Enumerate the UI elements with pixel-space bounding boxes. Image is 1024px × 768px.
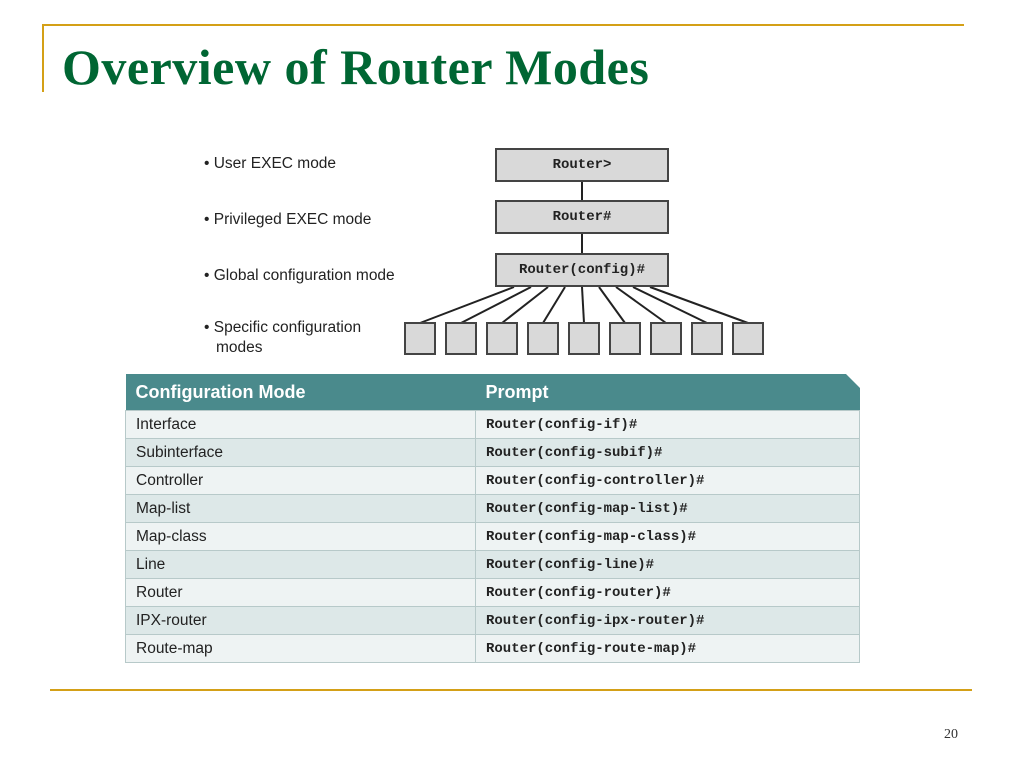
specific-mode-box: [609, 322, 641, 355]
prompt-cell: Router(config-router)#: [475, 578, 860, 607]
top-border-line: [42, 24, 964, 26]
specific-mode-box: [568, 322, 600, 355]
bottom-border-line: [50, 689, 972, 691]
fan-out-lines: [419, 286, 749, 324]
prompt-cell: Router(config-route-map)#: [475, 634, 860, 663]
global-config-prompt-box: Router(config)#: [495, 253, 669, 287]
mode-name-cell: Route-map: [125, 634, 476, 663]
prompt-cell: Router(config-map-class)#: [475, 522, 860, 551]
mode-name-cell: Router: [125, 578, 476, 607]
bullet-specific-config-cont: modes: [216, 339, 263, 356]
fan-line: [581, 286, 585, 324]
mode-name-cell: Map-class: [125, 522, 476, 551]
table-corner-notch: [846, 374, 860, 388]
prompt-cell: Router(config-line)#: [475, 550, 860, 579]
fan-line: [615, 286, 667, 324]
prompt-cell: Router(config-map-list)#: [475, 494, 860, 523]
bullet-user-exec: • User EXEC mode: [204, 155, 337, 172]
specific-mode-box: [486, 322, 518, 355]
specific-mode-boxes: [404, 322, 764, 355]
specific-mode-box: [650, 322, 682, 355]
bullet-privileged-exec: • Privileged EXEC mode: [204, 211, 372, 228]
mode-name-cell: IPX-router: [125, 606, 476, 635]
column-header-prompt: Prompt: [475, 374, 860, 411]
page-number: 20: [944, 727, 958, 742]
slide-title: Overview of Router Modes: [62, 39, 650, 95]
fan-line: [501, 286, 549, 324]
prompt-cell: Router(config-ipx-router)#: [475, 606, 860, 635]
bullet-specific-config: • Specific configuration: [204, 319, 362, 336]
fan-line: [460, 286, 532, 324]
mode-name-cell: Interface: [125, 410, 476, 439]
prompt-cell: Router(config-controller)#: [475, 466, 860, 495]
fan-line: [632, 286, 708, 324]
specific-mode-box: [527, 322, 559, 355]
user-exec-prompt-box: Router>: [495, 148, 669, 182]
specific-mode-box: [691, 322, 723, 355]
left-border-line: [42, 24, 44, 92]
specific-mode-box: [404, 322, 436, 355]
fan-line: [649, 286, 749, 324]
table-header-row: Configuration Mode Prompt: [125, 374, 860, 411]
bullet-global-config: • Global configuration mode: [204, 267, 395, 284]
mode-name-cell: Controller: [125, 466, 476, 495]
mode-name-cell: Line: [125, 550, 476, 579]
mode-name-cell: Map-list: [125, 494, 476, 523]
fan-line: [542, 286, 566, 324]
prompt-cell: Router(config-if)#: [475, 410, 860, 439]
mode-name-cell: Subinterface: [125, 438, 476, 467]
column-header-mode: Configuration Mode: [125, 374, 476, 411]
fan-line: [598, 286, 626, 324]
fan-line: [419, 286, 515, 324]
specific-mode-box: [445, 322, 477, 355]
specific-mode-box: [732, 322, 764, 355]
prompt-cell: Router(config-subif)#: [475, 438, 860, 467]
privileged-exec-prompt-box: Router#: [495, 200, 669, 234]
